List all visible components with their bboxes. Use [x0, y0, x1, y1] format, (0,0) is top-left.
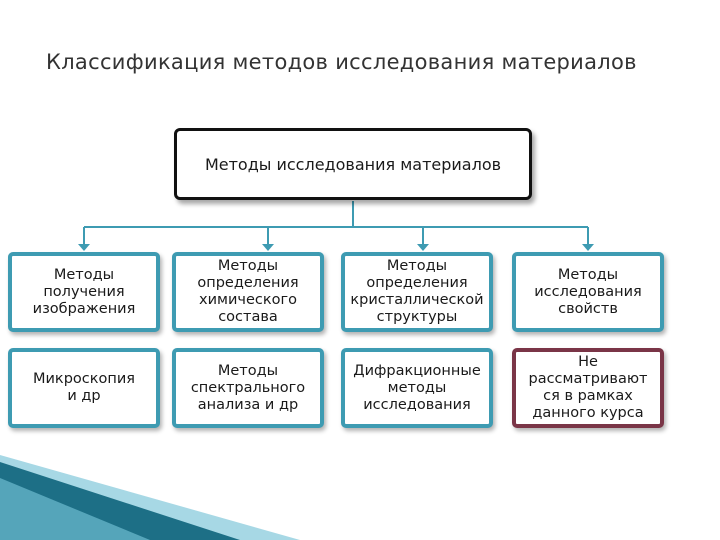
category-node-imaging: Методы получения изображения: [8, 252, 160, 332]
example-node-diffraction: Дифракционные методы исследования: [341, 348, 493, 428]
root-node: Методы исследования материалов: [174, 128, 532, 200]
arrowhead-3: [417, 244, 429, 251]
category-node-crystal: Методы определения кристаллической струк…: [341, 252, 493, 332]
example-node-label: Дифракционные методы исследования: [353, 363, 481, 414]
root-node-label: Методы исследования материалов: [205, 155, 501, 174]
example-node-microscopy: Микроскопия и др: [8, 348, 160, 428]
example-node-label: Методы спектрального анализа и др: [191, 363, 305, 414]
category-node-chemical: Методы определения химического состава: [172, 252, 324, 332]
arrowhead-2: [262, 244, 274, 251]
category-node-label: Методы получения изображения: [33, 267, 136, 318]
category-node-label: Методы определения химического состава: [197, 258, 298, 326]
category-node-label: Методы исследования свойств: [534, 267, 642, 318]
arrowhead-4: [582, 244, 594, 251]
example-node-not-covered: Не рассматривают ся в рамках данного кур…: [512, 348, 664, 428]
example-node-label: Не рассматривают ся в рамках данного кур…: [528, 354, 647, 422]
example-node-spectral: Методы спектрального анализа и др: [172, 348, 324, 428]
category-node-properties: Методы исследования свойств: [512, 252, 664, 332]
category-node-label: Методы определения кристаллической струк…: [350, 258, 483, 326]
example-node-label: Микроскопия и др: [33, 371, 135, 405]
arrowhead-1: [78, 244, 90, 251]
